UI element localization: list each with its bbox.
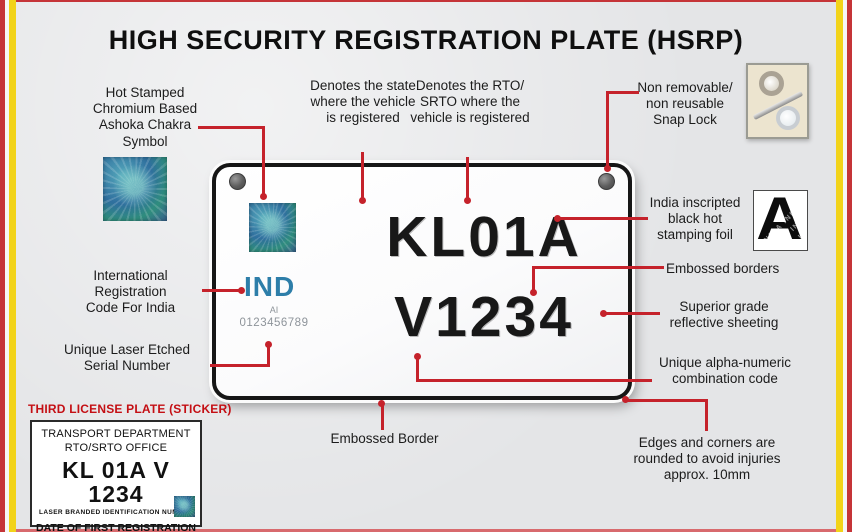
snap-lock-photo (746, 63, 809, 139)
frame-top-line (0, 0, 852, 2)
sticker-laser-id-line: LASER BRANDED IDENTIFICATION NUMBER (39, 508, 193, 516)
callout-line (606, 91, 609, 168)
plate-number-line1: KL01A (386, 205, 582, 269)
callout-dot (265, 341, 272, 348)
label-laser-serial: Unique Laser Etched Serial Number (63, 342, 191, 374)
callout-dot (464, 197, 471, 204)
frame-left-white (5, 0, 9, 532)
label-hot-stamped-chakra: Hot Stamped Chromium Based Ashoka Chakra… (92, 85, 198, 149)
sticker-office-line: RTO/SRTO OFFICE (64, 441, 168, 454)
callout-line (532, 266, 664, 269)
callout-line (604, 312, 660, 315)
callout-dot (530, 289, 537, 296)
callout-line (416, 379, 652, 382)
label-embossed-border-bottom: Embossed Border (330, 431, 439, 446)
callout-dot (359, 197, 366, 204)
label-snap-lock: Non removable/ non reusable Snap Lock (637, 80, 733, 128)
snap-lock-ring-icon (776, 106, 800, 130)
sticker-date-line: DATE OF FIRST REGISTRATION (35, 521, 197, 532)
page-title: HIGH SECURITY REGISTRATION PLATE (HSRP) (108, 25, 744, 55)
callout-dot (378, 400, 385, 407)
foil-letter: A (756, 190, 804, 251)
number-plate: KL01A V1234 IND AI 0123456789 (212, 163, 632, 400)
callout-line (361, 152, 364, 200)
callout-dot (238, 287, 245, 294)
callout-line (558, 217, 648, 220)
sticker-dept-line: TRANSPORT DEPARTMENT (41, 428, 191, 440)
callout-dot (604, 165, 611, 172)
frame-bottom-line (0, 529, 852, 532)
label-edges-corners: Edges and corners are rounded to avoid i… (633, 435, 781, 483)
callout-line (210, 364, 270, 367)
callout-line (705, 399, 708, 431)
frame-left-yellow (9, 0, 16, 532)
callout-line (606, 91, 639, 94)
sticker-heading: THIRD LICENSE PLATE (STICKER) (28, 402, 232, 416)
serial-number: 0123456789 (239, 317, 309, 330)
ashoka-chakra-hologram-sample (103, 157, 167, 221)
callout-dot (600, 310, 607, 317)
india-foil-icon: A INDIA INDIA INDIA INDIA INDIA INDIA (753, 190, 808, 251)
callout-line (466, 157, 469, 200)
label-alpha-numeric: Unique alpha-numeric combination code (658, 355, 792, 387)
callout-line (416, 357, 419, 381)
bolt-hole-left-icon (229, 173, 246, 190)
callout-line (262, 126, 265, 196)
callout-dot (622, 396, 629, 403)
plate-country-code: IND (244, 271, 296, 302)
frame-right-white (843, 0, 847, 532)
frame-right-red (847, 0, 852, 532)
label-reflective-sheeting: Superior grade reflective sheeting (669, 299, 779, 331)
label-india-foil: India inscripted black hot stamping foil (649, 195, 741, 243)
callout-dot (260, 193, 267, 200)
callout-dot (414, 353, 421, 360)
callout-line (198, 126, 265, 129)
label-international-code: International Registration Code For Indi… (85, 268, 176, 316)
plate-chakra-hologram (249, 203, 296, 252)
callout-line (532, 266, 535, 292)
snap-lock-washer-icon (759, 71, 784, 96)
callout-dot (554, 215, 561, 222)
sticker-hologram (174, 496, 195, 517)
plate-laser-serial: AI 0123456789 (224, 305, 324, 331)
third-plate-sticker: TRANSPORT DEPARTMENT RTO/SRTO OFFICE KL … (30, 420, 202, 532)
callout-line (202, 289, 242, 292)
callout-line (267, 345, 270, 367)
frame-left-red (0, 0, 5, 532)
bolt-hole-right-icon (598, 173, 615, 190)
label-denotes-state: Denotes the state where the vehicle is r… (310, 78, 416, 126)
callout-line (626, 399, 708, 402)
callout-line (381, 403, 384, 430)
frame-right-yellow (836, 0, 843, 532)
sticker-plate-number: KL 01A V 1234 (62, 456, 170, 507)
label-denotes-rto: Denotes the RTO/ SRTO where the vehicle … (410, 78, 530, 126)
label-embossed-borders: Embossed borders (666, 261, 780, 276)
plate-number-line2: V1234 (394, 285, 574, 349)
serial-prefix: AI (269, 305, 279, 315)
